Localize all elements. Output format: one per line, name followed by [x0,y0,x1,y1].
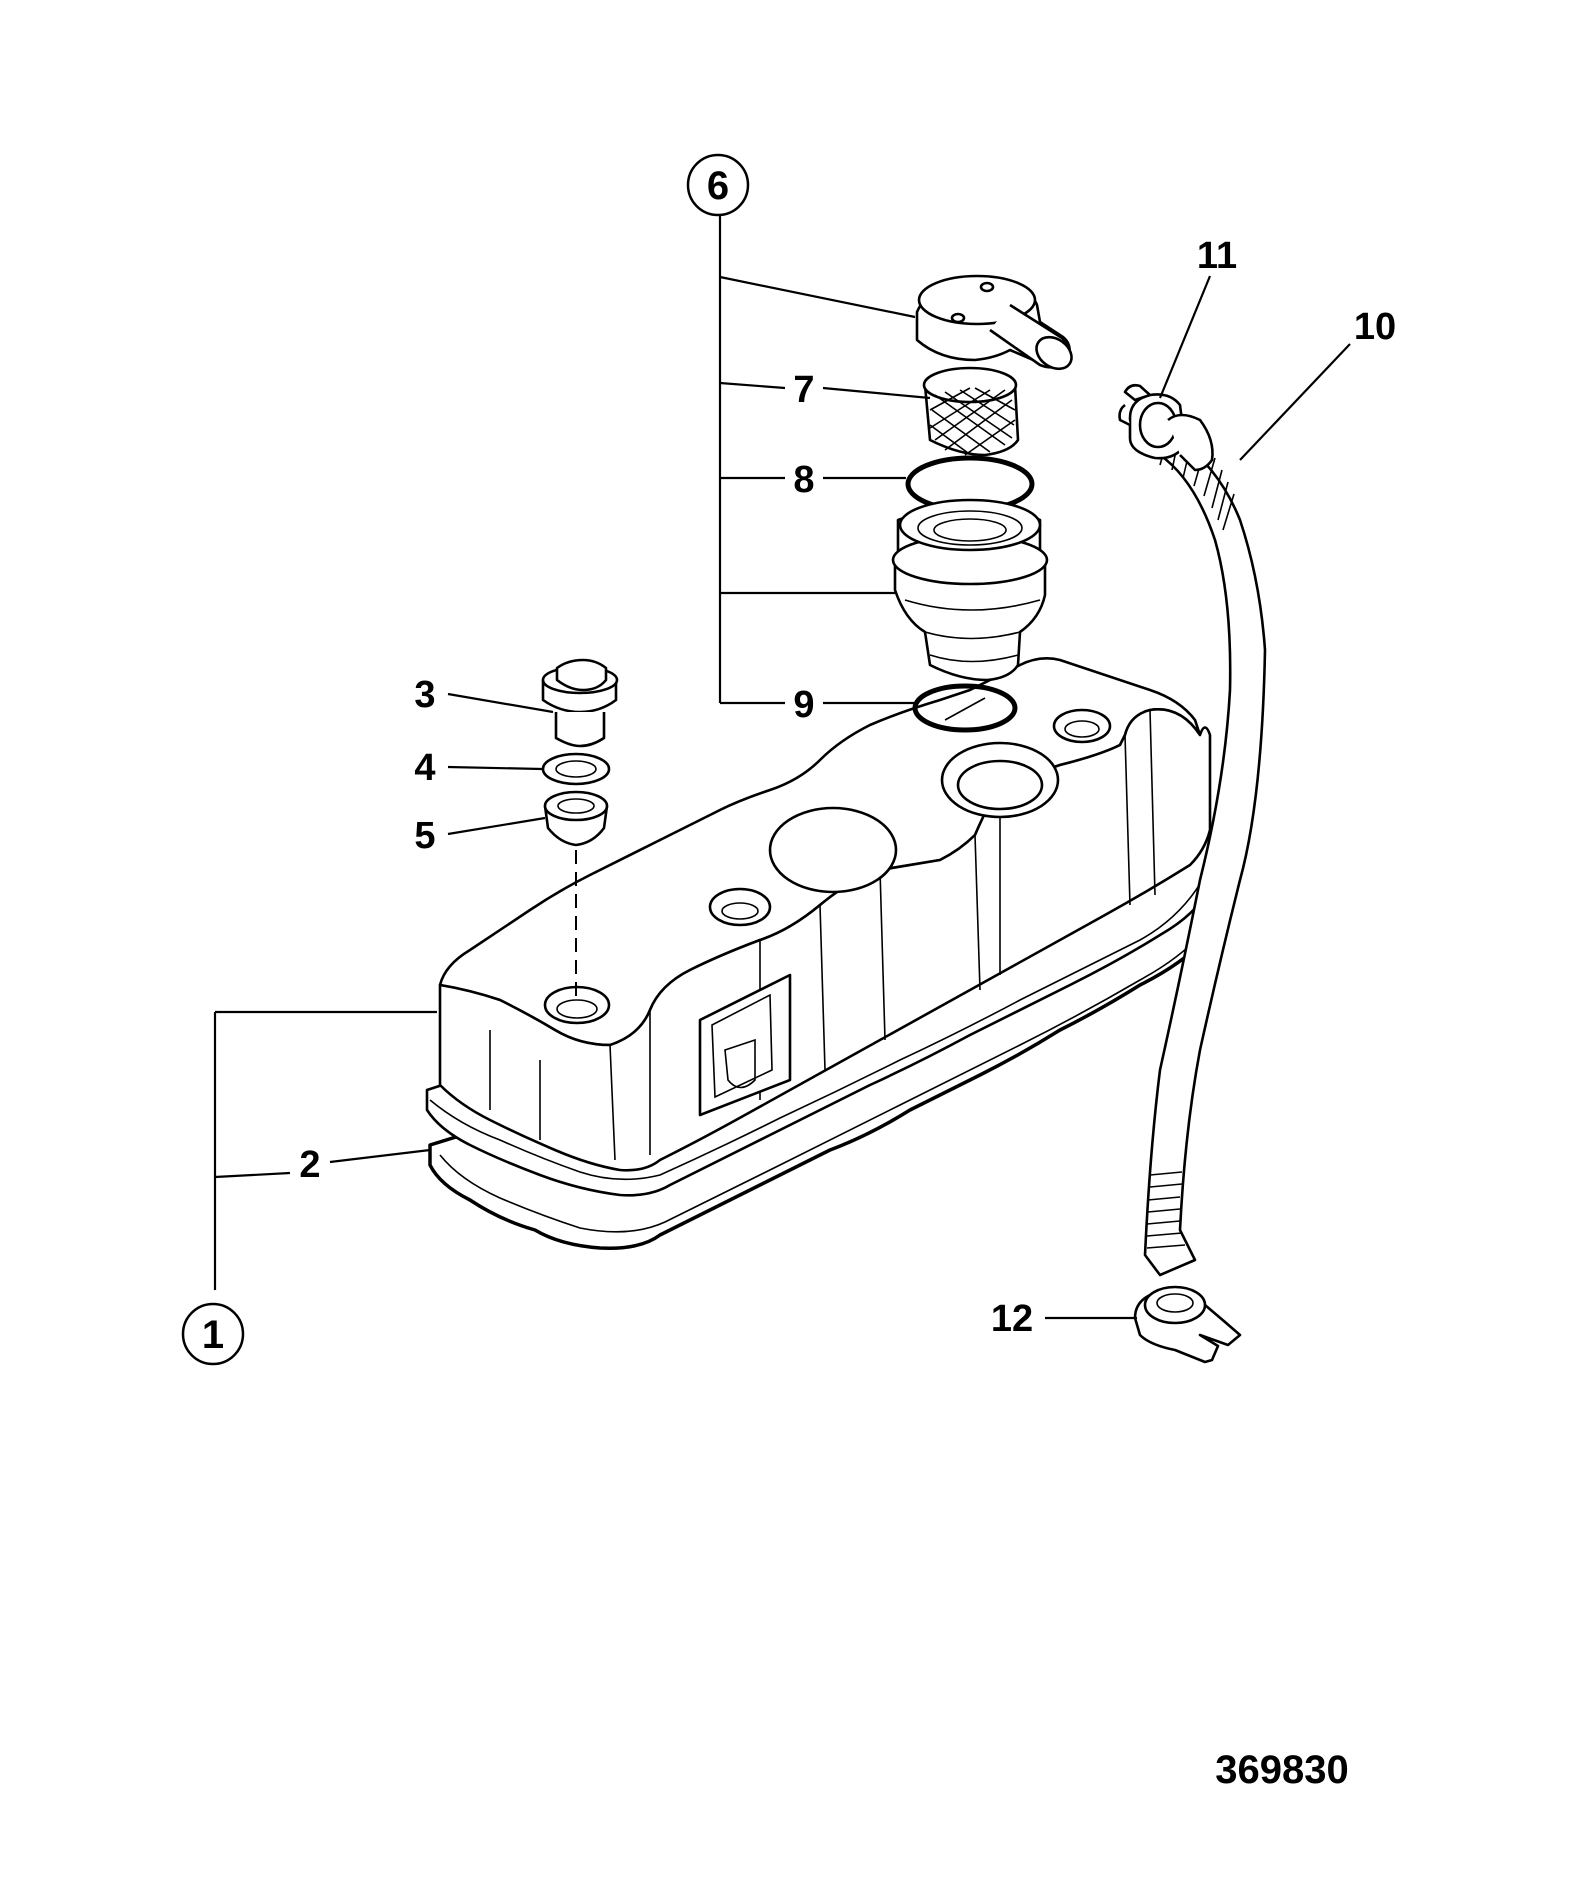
bolt-hole-3-inner [1064,720,1100,738]
o-ring-part-9-mark [944,697,986,721]
breather-cap-pin [979,281,995,293]
breather-valve-top [898,498,1042,552]
leader-5 [447,816,546,836]
callout-8: 8 [793,459,814,501]
bolt-hex [555,658,608,692]
cover-flange-edge [429,869,1209,1181]
leader-2-right [329,1148,431,1164]
hose-clip-12-ring [1143,1285,1207,1325]
o-ring-part-9 [912,683,1018,733]
cover-gasket-inner [439,934,1201,1233]
bolt-shank [554,712,606,748]
bolt-hole-1-inner [556,999,598,1019]
washer-part-4-inner [555,760,597,778]
rocker-cover [425,657,1212,1250]
leader-11 [1158,275,1212,399]
bolt-hole-2-inner [721,902,759,920]
washer-part-4 [541,752,611,786]
leader-2-left [214,1171,291,1179]
callout-5: 5 [414,815,435,857]
leader-7-right [822,386,931,400]
callout-1: 1 [202,1313,224,1357]
cover-body-side [438,707,1212,1172]
callout-12: 12 [991,1298,1033,1340]
hose-end-flare [1167,413,1214,472]
leader-4 [447,765,543,771]
hose-clip-tab [1118,383,1152,427]
callout-11: 11 [1197,235,1237,277]
leader-3 [447,692,554,714]
breather-valve-bore-2 [933,518,1007,542]
callout-labels: 6 1 2 3 4 5 7 8 9 11 10 12 369830 [181,153,1396,1792]
breather-valve-body [893,558,1047,682]
callout-3: 3 [414,674,435,716]
callout-2: 2 [299,1144,320,1186]
breather-cap-spigot-end [1035,335,1073,371]
callout-4: 4 [414,747,435,789]
cover-badge [698,973,792,1117]
leader-10 [1239,343,1351,461]
callout-7: 7 [793,369,814,411]
grommet-hole [557,798,595,814]
breather-valve-lines [904,599,1041,663]
callout-circle-1 [181,1302,245,1366]
leader-7-left [719,381,786,390]
breather-assembly [891,274,1073,733]
breather-hose-part-10 [1143,438,1267,1277]
cover-badge-inner [711,993,773,1099]
leader-lines [213,210,1351,1320]
callout-10: 10 [1354,306,1396,348]
filter-mesh-pattern [929,387,1016,456]
breather-hose-assembly [1118,383,1267,1364]
breather-cap-pin-2 [950,312,966,324]
breather-hose-corrugation-bottom [1146,1171,1186,1249]
reference-number: 369830 [1215,1748,1348,1792]
grommet-top [543,790,609,822]
breather-valve-bore [917,510,1023,546]
callout-6: 6 [707,164,729,208]
hose-clip-12-hole [1156,1293,1194,1313]
leader-6-cap [719,275,916,319]
callout-circle-6 [686,153,750,217]
cover-large-boss [768,806,898,894]
callout-9: 9 [793,684,814,726]
breather-port-inner [956,759,1044,811]
stud-assembly [541,658,619,1000]
